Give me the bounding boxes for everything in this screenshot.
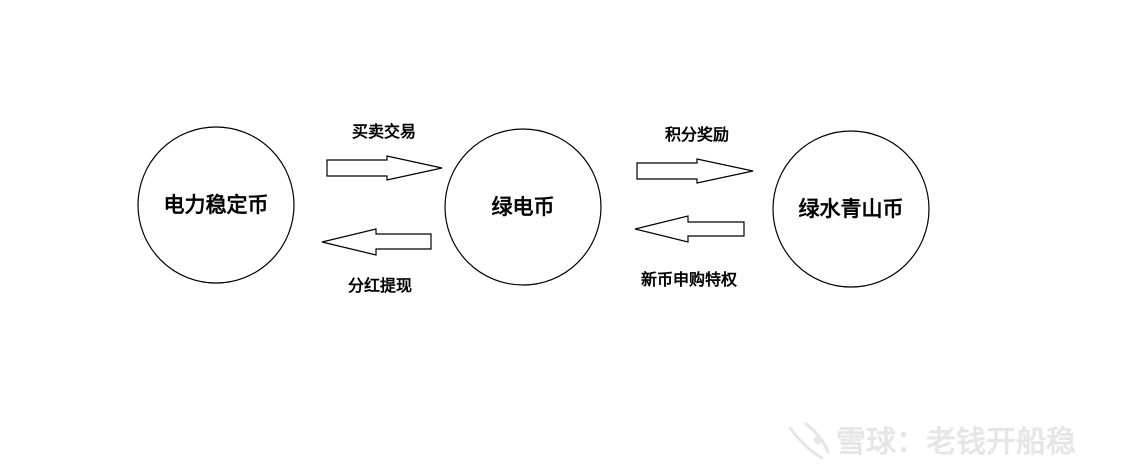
edge-new-coin-subscription: 新币申购特权 [634, 215, 745, 289]
node-green-power-coin-circle [444, 128, 602, 286]
watermark-text: 雪球：老钱开船稳 [836, 425, 1076, 460]
edge-new-coin-subscription-label: 新币申购特权 [641, 270, 738, 289]
watermark-logo-icon [788, 422, 830, 460]
arrow-right-icon [326, 155, 443, 181]
arrow-left-icon [634, 215, 745, 243]
node-green-power-coin-label: 绿电币 [492, 195, 555, 219]
edge-points-reward-label: 积分奖励 [665, 125, 729, 144]
watermark: 雪球：老钱开船稳 [788, 422, 1076, 460]
node-green-power-coin: 绿电币 [444, 128, 602, 286]
node-power-stablecoin: 电力稳定币 [137, 126, 295, 284]
node-green-mountain-coin-circle [772, 130, 930, 288]
node-power-stablecoin-circle [137, 126, 295, 284]
edge-buy-sell-trade: 买卖交易 [326, 122, 443, 181]
node-power-stablecoin-label: 电力稳定币 [164, 193, 269, 217]
edge-dividend-withdraw: 分红提现 [321, 228, 432, 295]
edge-buy-sell-trade-label: 买卖交易 [352, 122, 416, 141]
arrow-right-icon [636, 158, 754, 184]
arrow-left-icon [321, 228, 432, 256]
node-green-mountain-coin: 绿水青山币 [772, 130, 930, 288]
edge-points-reward: 积分奖励 [636, 125, 754, 184]
node-green-mountain-coin-label: 绿水青山币 [799, 197, 904, 221]
edge-dividend-withdraw-label: 分红提现 [348, 276, 412, 295]
